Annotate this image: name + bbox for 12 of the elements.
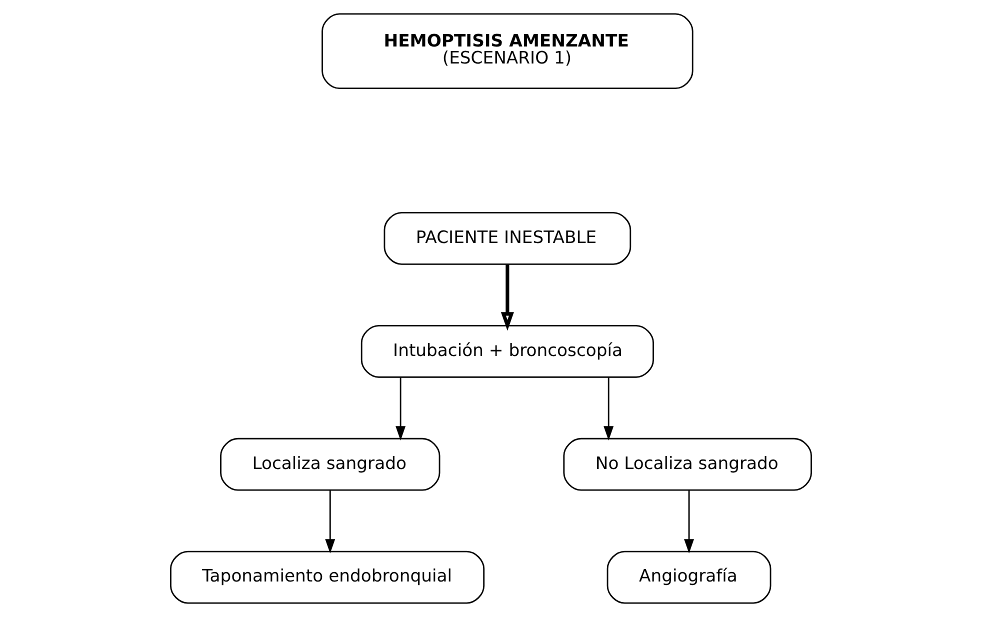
node-box: Taponamiento endobronquial [170,550,485,604]
node-box: Angiografía [606,550,772,604]
node-box: No Localiza sangrado [563,438,812,491]
node-box: Localiza sangrado [220,438,440,491]
arrow [500,264,514,331]
node-box: Intubación + broncoscopía [360,324,654,378]
node-box: HEMOPTISIS AMENZANTE (ESCENARIO 1) [322,13,694,90]
arrow [604,378,614,440]
node-box: PACIENTE INESTABLE [384,212,632,265]
arrow [396,378,406,440]
arrow [325,490,336,554]
arrow [684,490,694,554]
